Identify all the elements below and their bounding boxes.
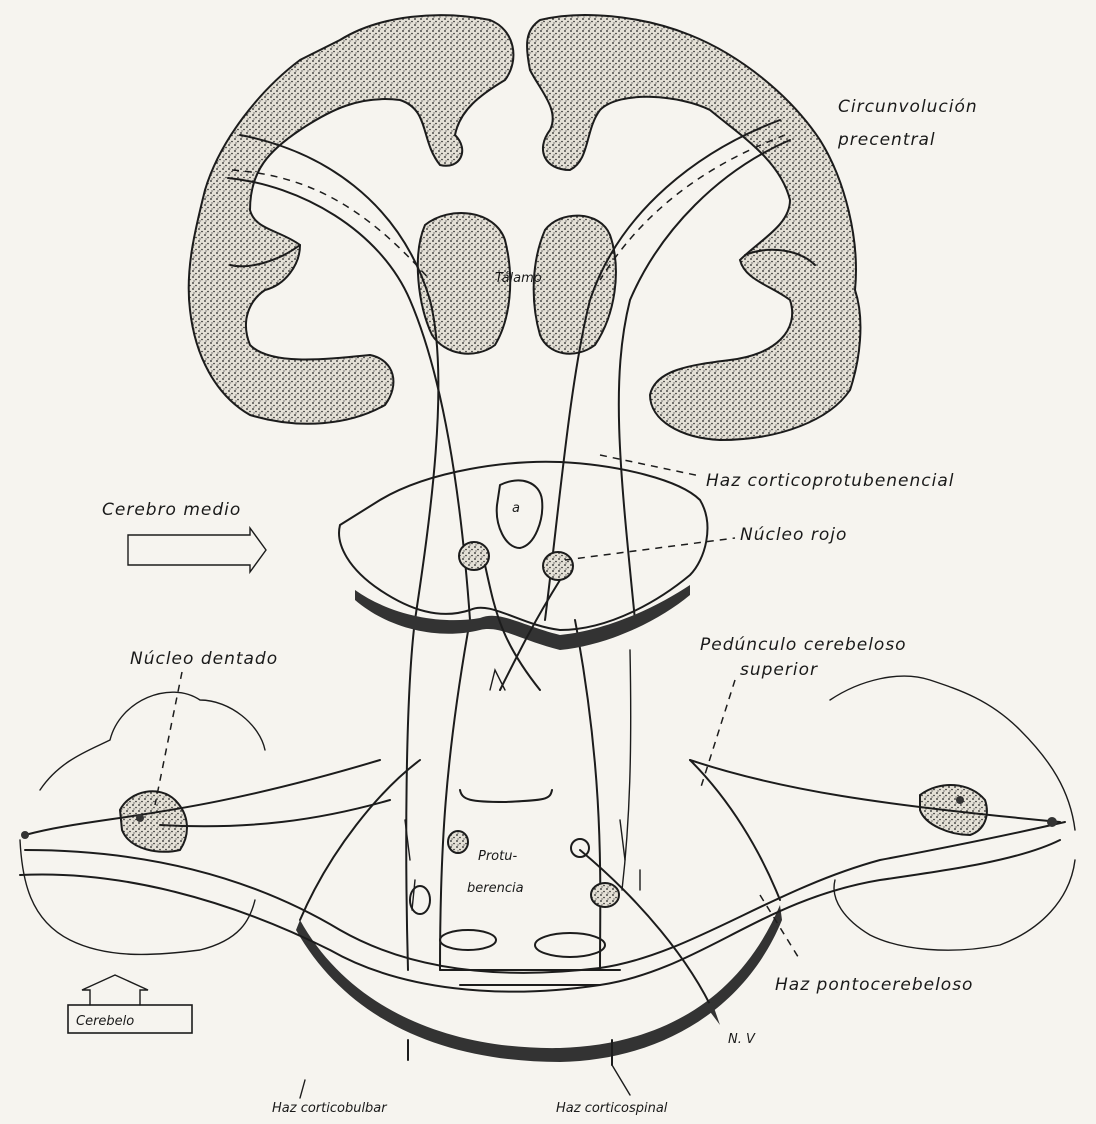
midbrain-label: Cerebro medio <box>102 500 241 520</box>
label-pons: Protu- berencia <box>467 849 524 896</box>
label-corticobulbar-tract: Haz corticobulbar <box>272 1101 388 1116</box>
label-pontocerebellar-tract: Haz pontocerebeloso <box>760 895 973 995</box>
cerebellum-label: Cerebelo <box>76 1014 134 1029</box>
label-cerebellum: Cerebelo <box>68 975 192 1033</box>
dentate-nucleus-label: Núcleo dentado <box>130 649 278 669</box>
red-nucleus-right <box>543 552 573 580</box>
label-dentate-nucleus: Núcleo dentado <box>130 649 278 805</box>
precentral-gyrus-label-line2: precentral <box>837 130 936 150</box>
pontocerebellar-tract-label: Haz pontocerebeloso <box>775 975 973 995</box>
label-superior-cerebellar-peduncle: Pedúnculo cerebeloso superior <box>700 635 907 790</box>
pons-label-line1: Protu- <box>478 849 517 864</box>
aqueduct-mark: a <box>512 501 520 516</box>
label-midbrain: Cerebro medio <box>102 500 266 572</box>
thalamus-label: Tálamo <box>495 271 542 286</box>
cerebellar-fibres <box>20 760 1065 992</box>
corticopontine-tract-label: Haz corticoprotubenencial <box>706 471 955 491</box>
red-nucleus-label: Núcleo rojo <box>740 525 847 545</box>
label-corticopontine-tract: Haz corticoprotubenencial <box>600 455 955 491</box>
superior-cerebellar-peduncle-label-line2: superior <box>740 660 818 680</box>
cerebellum-left <box>20 692 265 954</box>
label-precentral-gyrus: Circunvolución precentral <box>837 97 978 150</box>
pons-label-line2: berencia <box>467 881 524 896</box>
cerebellum-right <box>830 676 1075 950</box>
nerve-v-label: N. V <box>728 1032 756 1047</box>
midbrain-section: a <box>339 462 707 690</box>
corticospinal-tract-label: Haz corticospinal <box>556 1101 668 1116</box>
thalamus: Tálamo <box>418 213 616 354</box>
precentral-gyrus-label-line1: Circunvolución <box>838 97 978 117</box>
label-corticospinal-tract: Haz corticospinal <box>556 1101 668 1116</box>
superior-cerebellar-peduncle-label-line1: Pedúnculo cerebeloso <box>700 635 907 655</box>
corticobulbar-tract-label: Haz corticobulbar <box>272 1101 388 1116</box>
